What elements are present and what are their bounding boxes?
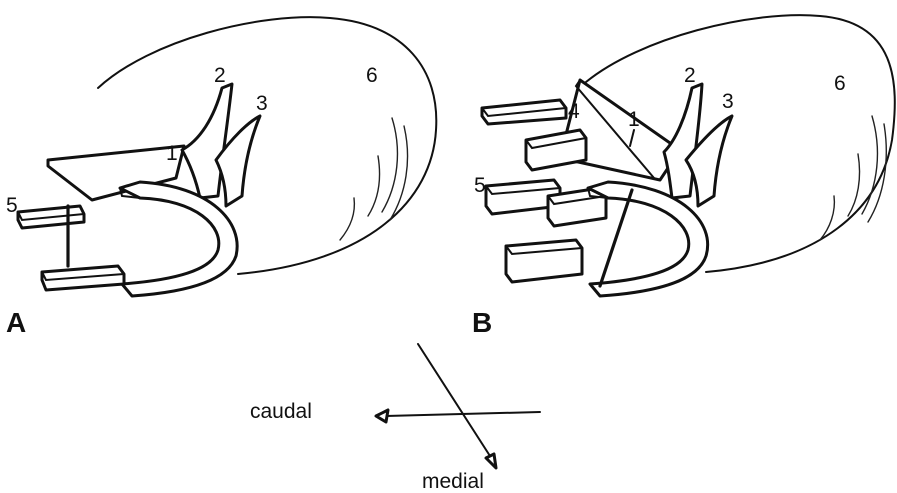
- caudal-arrowhead-icon: [376, 410, 388, 422]
- panel-a-label-5: 5: [6, 194, 18, 217]
- caudal-label: caudal: [250, 400, 312, 423]
- panel-a-label-2: 2: [214, 64, 226, 87]
- panel-a-u-bar: [120, 182, 237, 296]
- panel-a-label-1: 1: [166, 142, 178, 165]
- panel-b-label-2: 2: [684, 64, 696, 87]
- orientation-arrows: caudal medial: [250, 344, 540, 493]
- panel-a-structure-6-sheet: [98, 17, 436, 274]
- panel-b-label-4: 4: [568, 100, 580, 123]
- panel-b: 4 1 2 3 6 5 B: [472, 15, 895, 338]
- panel-a-label-3: 3: [256, 92, 268, 115]
- panel-a-label-6: 6: [366, 64, 378, 87]
- medial-label: medial: [422, 470, 484, 493]
- panel-b-label-3: 3: [722, 90, 734, 113]
- panel-b-label-5: 5: [474, 174, 486, 197]
- medial-arrowhead-icon: [486, 454, 496, 468]
- panel-b-label-1: 1: [628, 108, 640, 131]
- panel-a-letter: A: [6, 307, 26, 338]
- panel-b-letter: B: [472, 307, 492, 338]
- panel-a: 2 3 6 1 5 A: [6, 17, 436, 338]
- panel-b-structure-4-block: [482, 100, 566, 124]
- medial-arrow-line: [418, 344, 490, 456]
- panel-b-label-6: 6: [834, 72, 846, 95]
- panel-a-structure-5-rods: [18, 206, 124, 290]
